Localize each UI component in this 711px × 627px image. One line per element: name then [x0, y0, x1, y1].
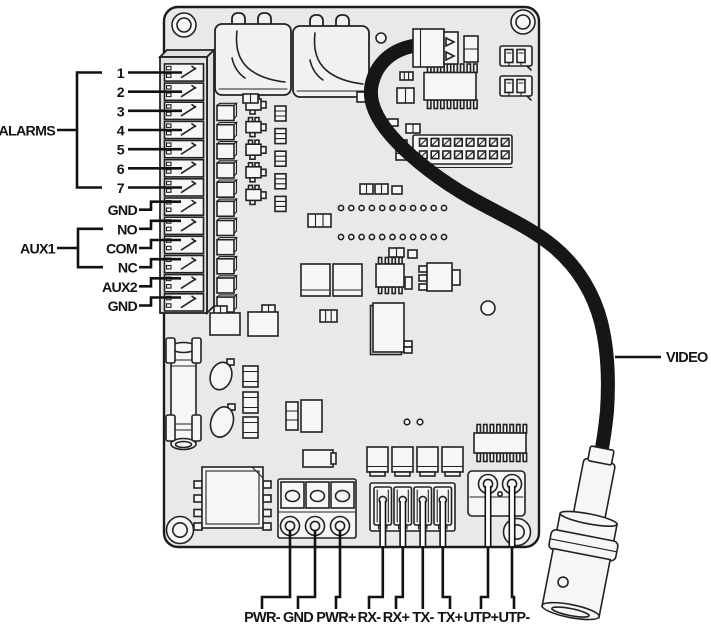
aux1-pin-label: NC	[118, 261, 138, 277]
video-cable	[363, 39, 615, 460]
bottom-leader-lines	[260, 530, 516, 609]
mounting-hole-top-left	[171, 12, 197, 38]
alarm-pin-label: 1	[117, 66, 125, 82]
gnd-bottom-label: GND	[108, 299, 138, 315]
ic-bottom-right	[473, 423, 528, 463]
mounting-hole-bottom-left	[165, 515, 195, 545]
video-board-connector	[412, 28, 479, 68]
jumper-block-2	[499, 75, 533, 101]
aux2-label: AUX2	[102, 280, 138, 296]
ic-soic8	[375, 256, 413, 295]
jumper-block-1	[499, 45, 533, 71]
transformer	[193, 466, 272, 531]
mounting-hole-top-right	[510, 9, 536, 35]
alarm-pin-label: 3	[117, 104, 125, 120]
alarm-pin-label: 4	[117, 124, 125, 140]
bnc-connector	[541, 445, 619, 621]
solder-pads-column	[216, 102, 238, 313]
pwr-minus-label: PWR-	[244, 610, 281, 626]
filter-capacitors	[209, 304, 279, 337]
aux1-pin-label: COM	[106, 242, 137, 258]
alarm-pin-label: 5	[117, 143, 125, 159]
board-hole-mid	[480, 300, 496, 316]
fuse	[165, 337, 202, 451]
rx-minus-label: RX-	[358, 610, 382, 626]
ic-top-right	[423, 63, 478, 110]
small-passives-top	[396, 71, 415, 104]
onboard-leader-wires	[379, 486, 516, 547]
mounting-hole-bottom-right	[502, 517, 532, 547]
capacitor-column-lower	[242, 365, 259, 439]
video-label: VIDEO	[666, 350, 708, 366]
relay-1	[214, 12, 292, 96]
alarm-terminal-block	[157, 47, 217, 316]
rx-plus-label: RX+	[383, 610, 410, 626]
aux1-label: AUX1	[20, 242, 56, 258]
board-hole-top	[375, 32, 387, 44]
alarms-label: ALARMS	[0, 124, 55, 140]
mid-capacitors-2	[285, 399, 337, 468]
center-capacitors	[300, 263, 363, 297]
ic-large	[369, 302, 413, 356]
tx-plus-label: TX+	[438, 610, 463, 626]
left-leader-lines	[57, 71, 182, 307]
tx-minus-label: TX-	[412, 610, 434, 626]
aux1-pin-label: NO	[117, 222, 138, 238]
utp-plus-label: UTP+	[464, 610, 499, 626]
alarm-pin-label: 6	[117, 162, 125, 178]
alarm-pin-label: 7	[117, 181, 125, 197]
rs485-terminal-block	[366, 418, 464, 532]
alarm-pin-label: 2	[117, 85, 125, 101]
sot223-regulator	[388, 247, 461, 292]
gnd-top-label: GND	[108, 203, 138, 219]
relay-2	[292, 14, 370, 98]
gnd-label: GND	[283, 610, 313, 626]
utp-minus-label: UTP-	[498, 610, 530, 626]
pwr-plus-label: PWR+	[316, 610, 356, 626]
utp-terminal-block	[467, 470, 526, 517]
power-terminal-block	[277, 478, 357, 539]
inductors	[209, 358, 236, 438]
